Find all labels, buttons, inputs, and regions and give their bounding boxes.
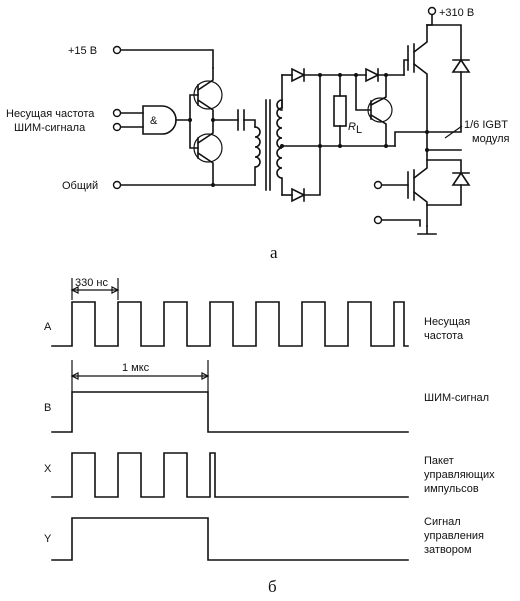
waveform-gate-control [51,517,409,561]
caption-a: а [270,243,278,262]
channel-a-desc-1: Несущая [424,316,470,328]
channel-x-desc-2: управляющих [424,469,495,481]
waveform-gate-packet [51,452,409,498]
transformer-core [265,99,271,191]
channel-a-desc-2: частота [424,330,464,342]
channel-x-id: X [44,463,52,475]
label-1us: 1 мкс [122,362,150,374]
channel-x-desc-3: импульсов [424,483,479,495]
transformer-primary [254,126,261,186]
channel-y-desc-2: управления [424,530,484,542]
schematic: +15 В Несущая частота ШИМ-сигнала Общий … [6,6,510,262]
label-carrier-input: Несущая частота [6,108,95,120]
and-gate-label: & [150,115,158,127]
terminal-common [112,180,122,190]
diode-freewheel-lower [451,171,471,186]
label-igbt-1: 1/6 IGBT [464,119,508,131]
channel-b-desc-1: ШИМ-сигнал [424,392,489,404]
terminal-310v [427,6,437,16]
igbt-upper [407,43,415,73]
label-common: Общий [62,180,98,192]
label-pwm-input: ШИМ-сигнала [14,122,86,134]
label-supply-15v: +15 В [68,45,97,57]
label-330ns: 330 нс [75,277,108,289]
channel-a-id: A [44,321,52,333]
transistor-pnp-lower [193,133,223,163]
igbt-lower [407,169,415,201]
terminal-pwm [112,122,122,132]
channel-y-id: Y [44,533,52,545]
terminal-carrier [112,108,122,118]
resistor-label: R [348,121,356,133]
channel-y-desc-1: Сигнал [424,516,461,528]
diode-freewheel-upper [451,58,471,73]
terminal-15v [112,45,122,55]
label-supply-310v: +310 В [439,7,474,19]
transistor-discharge [367,97,393,123]
channel-x-desc-1: Пакет [424,455,454,467]
and-gate [142,105,177,135]
waveform-pwm [51,391,409,433]
label-igbt-2: модуля [472,133,510,145]
diode-bottom [291,187,306,203]
channel-b-id: B [44,402,51,414]
caption-b: б [268,577,277,596]
resistor-label-sub: L [356,124,362,136]
diode-top [291,67,306,83]
timing-diagram: 330 нс 1 мкс A Несущая частота B ШИМ-сиг… [44,277,495,596]
transistor-npn-upper [193,80,223,110]
resistor-rl [333,95,347,127]
coupling-capacitor [237,109,245,131]
ground-symbol [417,225,437,235]
diode-gate [365,67,380,83]
waveform-carrier [51,301,409,347]
channel-y-desc-3: затвором [424,544,472,556]
